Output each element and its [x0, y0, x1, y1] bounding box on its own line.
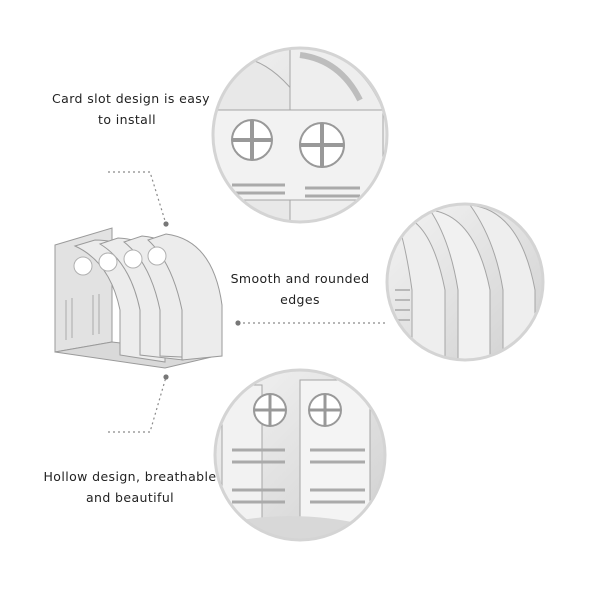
connector-dot-bottom [163, 374, 169, 380]
zoom-image-bottom [215, 370, 385, 540]
connector-bottom [108, 376, 167, 433]
caption-hollow-design: Hollow design, breathable and beautiful [40, 466, 220, 508]
caption-rounded-edges: Smooth and rounded edges [225, 268, 375, 310]
caption-line: to install [98, 112, 156, 127]
caption-line: Smooth and rounded [230, 271, 370, 286]
caption-line: Card slot design is easy [52, 91, 210, 106]
caption-line: Hollow design, breathable [43, 469, 217, 484]
zoom-ring-bottom [213, 368, 387, 542]
caption-line: edges [280, 292, 320, 307]
main-product-image [54, 227, 223, 369]
caption-line: and beautiful [85, 490, 175, 505]
zoom-ring-top [211, 46, 389, 224]
zoom-image-middle [387, 204, 543, 360]
connector-dot-top [163, 221, 169, 227]
connector-lines [108, 171, 388, 433]
zoom-image-top [213, 48, 387, 222]
connector-top [108, 171, 167, 225]
zoom-ring-middle [385, 202, 545, 362]
caption-card-slot: Card slot design is easy to install [52, 88, 210, 130]
connector-dot-middle [235, 320, 241, 326]
